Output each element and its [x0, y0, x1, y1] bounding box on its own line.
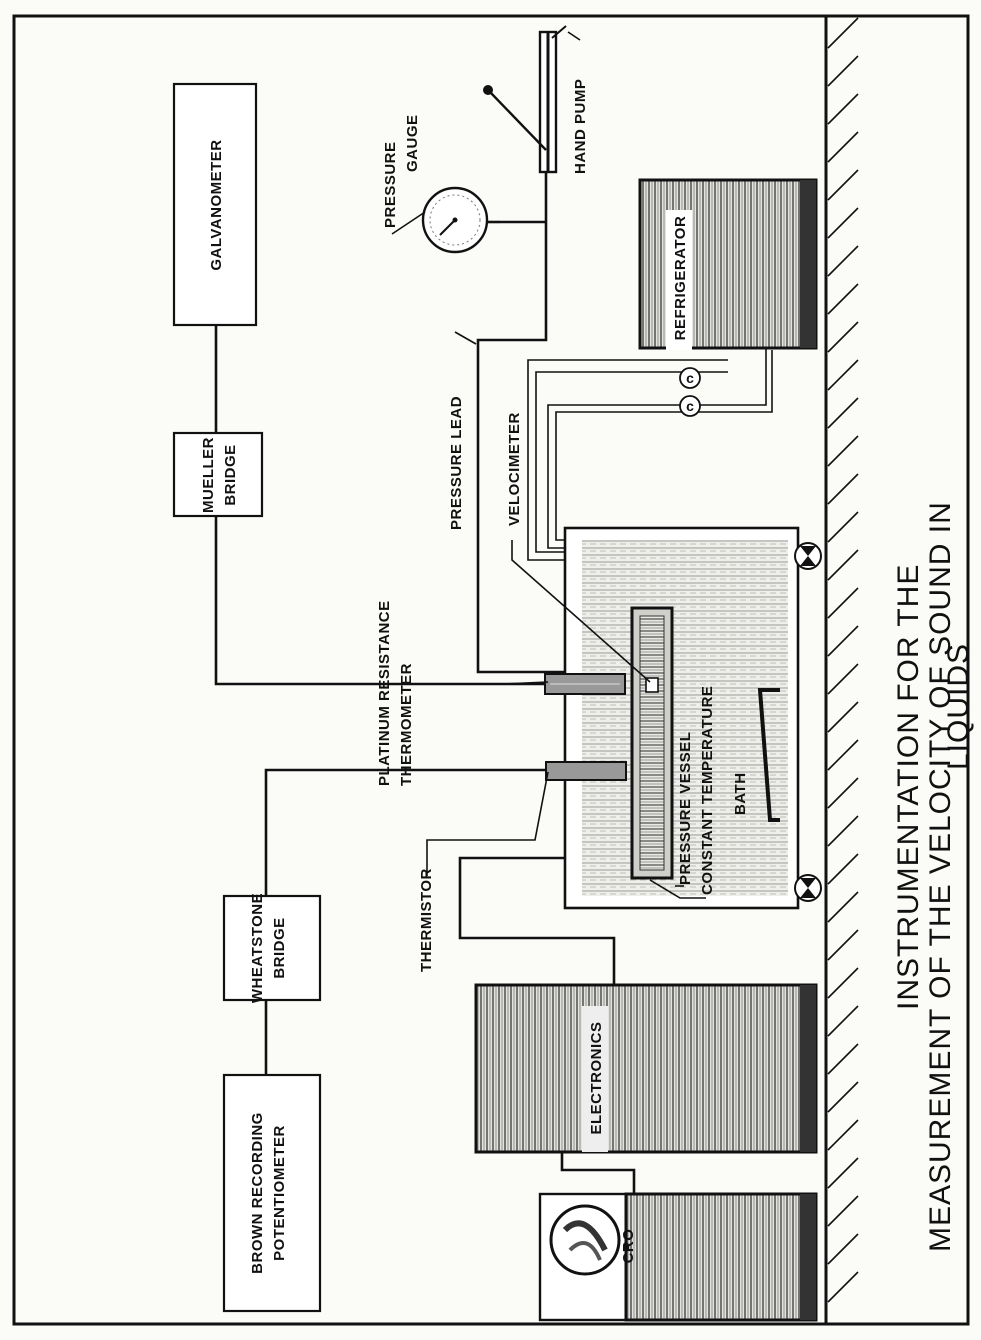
floor-hatch-mark [827, 1005, 859, 1037]
floor-hatch-mark [827, 321, 859, 353]
svg-text:THERMISTOR: THERMISTOR [418, 868, 435, 972]
brown-recording-potentiometer-box: BROWN RECORDING POTENTIOMETER [222, 1073, 322, 1313]
floor-hatch-mark [827, 663, 859, 695]
floor-hatch-mark [827, 511, 859, 543]
floor-hatch-mark [827, 397, 859, 429]
floor-hatch-mark [827, 1195, 859, 1227]
wheatstone-bridge-box: WHEATSTONE BRIDGE [222, 893, 322, 1003]
svg-text:CRO: CRO [620, 1229, 637, 1264]
floor-hatch-mark [827, 815, 859, 847]
svg-text:WHEATSTONE: WHEATSTONE [249, 893, 266, 1003]
floor-hatch-mark [827, 169, 859, 201]
thermistor-label: THERMISTOR [418, 771, 549, 972]
svg-text:BATH: BATH [732, 772, 749, 815]
floor-hatch-mark [827, 1119, 859, 1151]
floor-hatch-mark [827, 701, 859, 733]
floor-line [824, 16, 859, 1324]
svg-text:GAUGE: GAUGE [404, 114, 421, 172]
svg-text:INSTRUMENTATION FOR THE: INSTRUMENTATION FOR THE [892, 564, 925, 1010]
floor-hatch-mark [827, 131, 859, 163]
svg-text:VELOCIMETER: VELOCIMETER [506, 412, 523, 526]
svg-text:POTENTIOMETER: POTENTIOMETER [271, 1125, 288, 1261]
refrigerator: REFRIGERATOR [638, 178, 818, 350]
floor-hatch-mark [827, 1233, 859, 1265]
floor-hatch-mark [827, 587, 859, 619]
floor-hatch-mark [827, 17, 859, 49]
platinum-thermometer-label: PLATINUM RESISTANCE THERMOMETER [376, 600, 549, 786]
svg-text:MUELLER: MUELLER [200, 437, 217, 513]
svg-text:ELECTRONICS: ELECTRONICS [588, 1021, 605, 1134]
pressure-gauge-label: PRESSURE GAUGE [382, 114, 426, 235]
floor-hatch-mark [827, 739, 859, 771]
velocimeter-label: VELOCIMETER [506, 412, 651, 683]
galvanometer-box: GALVANOMETER [172, 82, 258, 327]
svg-text:GALVANOMETER: GALVANOMETER [208, 139, 225, 270]
svg-text:LIQUIDS: LIQUIDS [942, 643, 975, 770]
floor-hatch-mark [827, 967, 859, 999]
floor-hatch-mark [827, 891, 859, 923]
hand-pump-label: HAND PUMP [567, 31, 589, 174]
bath-stirrer-1 [794, 542, 822, 570]
figure-frame [12, 14, 970, 1326]
svg-text:PLATINUM RESISTANCE: PLATINUM RESISTANCE [376, 600, 393, 786]
svg-text:PRESSURE VESSEL: PRESSURE VESSEL [677, 732, 694, 885]
valve-symbol-1: c [679, 367, 701, 389]
floor-hatch-mark [827, 207, 859, 239]
bath-stirrer-2 [794, 874, 822, 902]
constant-temperature-bath-label: CONSTANT TEMPERATURE BATH [649, 686, 749, 899]
constant-temperature-bath [563, 526, 800, 910]
svg-text:PRESSURE: PRESSURE [382, 141, 399, 228]
cro-oscilloscope: CRO [538, 1192, 818, 1322]
floor-hatch-mark [827, 625, 859, 657]
floor-hatch-mark [827, 473, 859, 505]
svg-text:HAND PUMP: HAND PUMP [572, 79, 589, 174]
svg-text:THERMOMETER: THERMOMETER [398, 663, 415, 786]
svg-text:BRIDGE: BRIDGE [222, 444, 239, 505]
svg-text:MEASUREMENT OF THE VELOCITY OF: MEASUREMENT OF THE VELOCITY OF SOUND IN [924, 501, 957, 1252]
floor-hatch-mark [827, 283, 859, 315]
floor-hatch-mark [827, 1081, 859, 1113]
floor-hatch-mark [827, 359, 859, 391]
svg-text:REFRIGERATOR: REFRIGERATOR [672, 216, 689, 341]
floor-hatch-mark [827, 1043, 859, 1075]
electronics-cabinet: ELECTRONICS [474, 983, 818, 1154]
mueller-bridge-box: MUELLER BRIDGE [172, 431, 264, 518]
floor-hatch-mark [827, 435, 859, 467]
svg-text:CONSTANT TEMPERATURE: CONSTANT TEMPERATURE [699, 686, 716, 895]
floor-hatch-mark [827, 777, 859, 809]
valve-symbol-2: c [679, 395, 701, 417]
svg-text:c: c [686, 370, 694, 386]
figure-title: INSTRUMENTATION FOR THE MEASUREMENT OF T… [892, 501, 975, 1252]
svg-text:BRIDGE: BRIDGE [271, 917, 288, 978]
floor-hatch-mark [827, 929, 859, 961]
svg-text:BROWN RECORDING: BROWN RECORDING [249, 1112, 266, 1274]
floor-hatch-mark [827, 55, 859, 87]
floor-hatch-mark [827, 549, 859, 581]
floor-hatch-mark [827, 245, 859, 277]
floor-hatch-mark [827, 1157, 859, 1189]
thermistor-probe [545, 761, 627, 781]
pressure-lead-label: PRESSURE LEAD [448, 331, 477, 530]
svg-text:PRESSURE LEAD: PRESSURE LEAD [448, 396, 465, 530]
pressure-vessel-label: PRESSURE VESSEL [675, 732, 694, 887]
hand-pump [483, 25, 567, 174]
svg-text:c: c [686, 398, 694, 414]
floor-hatch-mark [827, 1271, 859, 1303]
platinum-resistance-thermometer [544, 673, 626, 695]
pressure-gauge [421, 186, 500, 254]
pressure-vessel [630, 606, 674, 880]
floor-hatch-mark [827, 853, 859, 885]
floor-hatch-mark [827, 93, 859, 125]
